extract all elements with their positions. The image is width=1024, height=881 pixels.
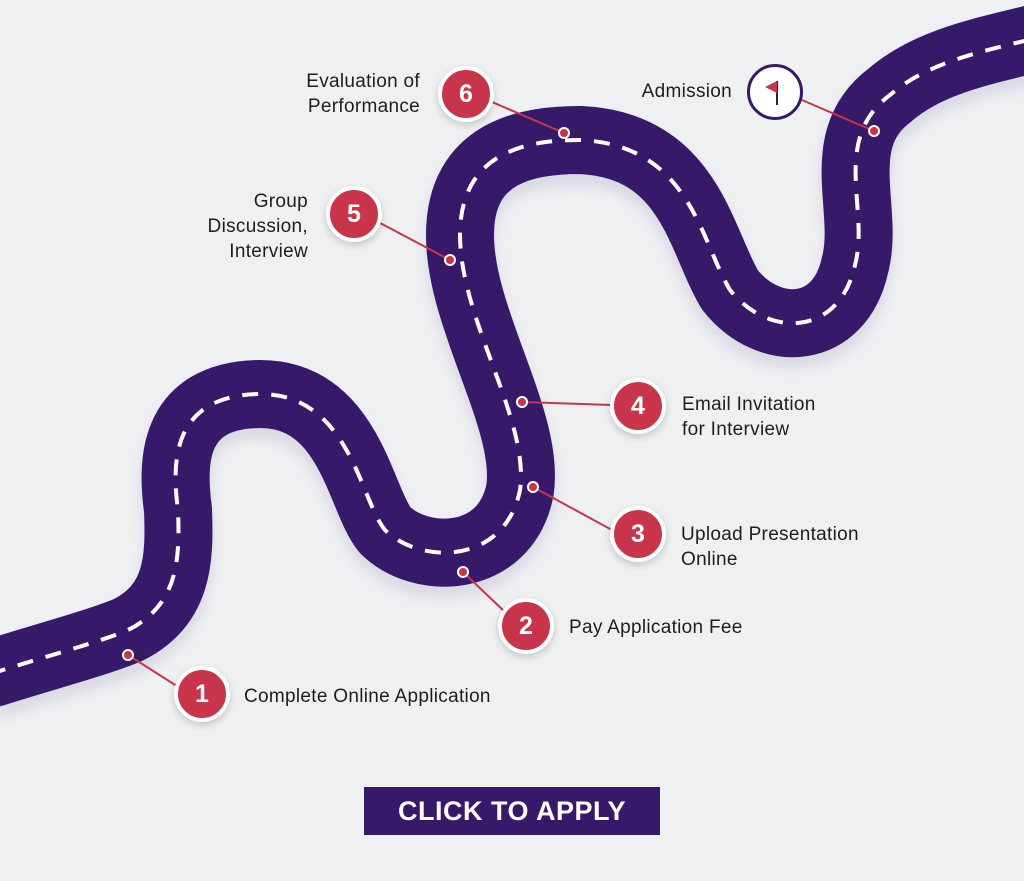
click-to-apply-label: CLICK TO APPLY: [397, 795, 627, 826]
step-6-label-line-2: Performance: [307, 96, 420, 117]
connector-dot-step-6: [558, 127, 570, 139]
step-3-label-line-1: Upload Presentation: [681, 524, 859, 545]
step-5-label-line-1: Group: [253, 191, 308, 212]
connector-finish: [801, 99, 875, 132]
step-5-number: 5: [347, 199, 361, 228]
connector-dot-step-2: [457, 566, 469, 578]
step-4-badge: 4: [610, 378, 666, 434]
road-center-line: [0, 38, 1024, 673]
connector-step-4: [521, 401, 613, 406]
step-3-badge: 3: [610, 506, 666, 562]
connector-dot-step-5: [444, 254, 456, 266]
step-5-label-line-3: Interview: [229, 241, 308, 262]
step-2-badge: 2: [498, 598, 554, 654]
connectors: [122, 99, 880, 689]
step-6-label: Evaluation of Performance: [240, 69, 420, 119]
admission-badge: [747, 64, 803, 120]
connector-step-3: [532, 486, 613, 531]
step-5-label: Group Discussion, Interview: [150, 189, 308, 264]
step-4-label-line-2: for Interview: [682, 419, 790, 440]
connector-dot-step-4: [516, 396, 528, 408]
step-6-badge: 6: [438, 66, 494, 122]
step-1-label: Complete Online Application: [244, 684, 491, 709]
step-5-label-line-2: Discussion,: [207, 216, 308, 237]
step-4-label: Email Invitation for Interview: [682, 392, 816, 442]
flag-icon: [765, 81, 778, 105]
connector-step-6: [491, 101, 565, 134]
step-2-label: Pay Application Fee: [569, 615, 743, 640]
step-1-label-line-1: Complete Online Application: [244, 686, 491, 707]
step-1-number: 1: [195, 679, 209, 708]
step-2-label-line-1: Pay Application Fee: [569, 617, 743, 638]
connector-dot-step-3: [527, 481, 539, 493]
connector-dot-finish: [868, 125, 880, 137]
step-3-label-line-2: Online: [681, 549, 738, 570]
step-4-number: 4: [631, 391, 645, 420]
connector-step-2: [462, 571, 506, 613]
step-5-badge: 5: [326, 186, 382, 242]
connector-step-1: [127, 654, 181, 689]
connector-step-5: [379, 222, 451, 261]
step-1-badge: 1: [174, 666, 230, 722]
admission-label: Admission: [600, 79, 732, 104]
step-6-label-line-1: Evaluation of: [306, 71, 420, 92]
step-2-number: 2: [519, 611, 533, 640]
step-4-label-line-1: Email Invitation: [682, 394, 816, 415]
step-3-number: 3: [631, 519, 645, 548]
step-6-number: 6: [459, 79, 473, 108]
click-to-apply-button[interactable]: CLICK TO APPLY: [364, 787, 660, 835]
connector-dot-step-1: [122, 649, 134, 661]
step-3-label: Upload Presentation Online: [681, 522, 859, 572]
admission-label-line-1: Admission: [641, 81, 732, 102]
